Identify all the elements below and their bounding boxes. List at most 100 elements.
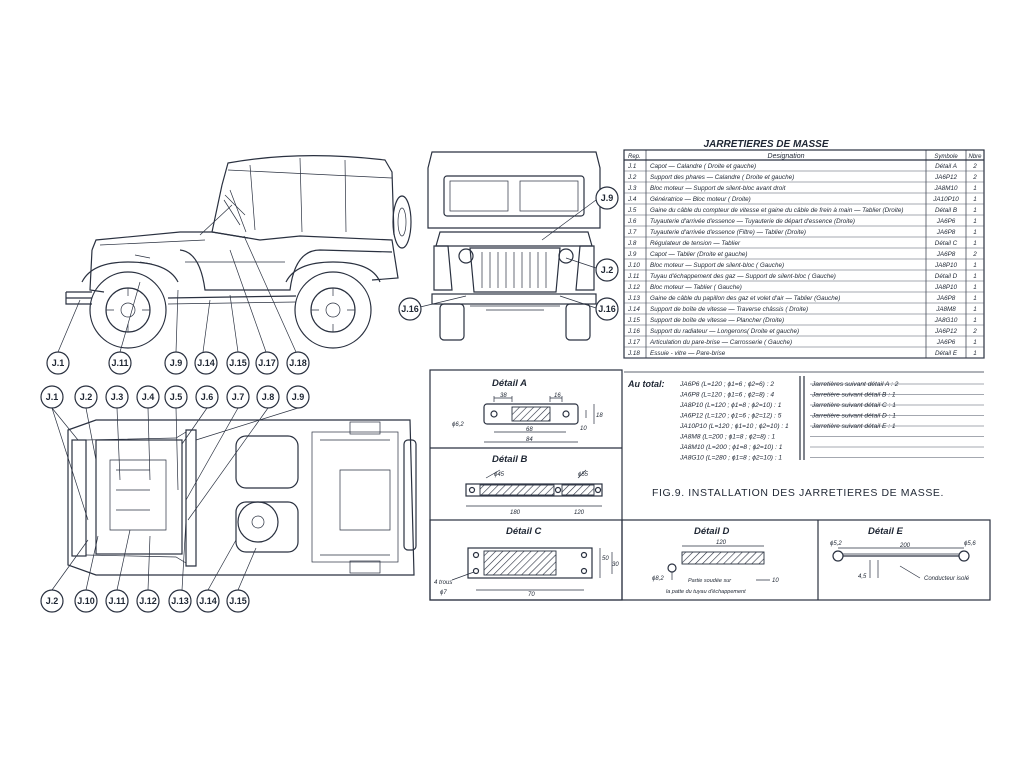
svg-text:la patte du tuyau d'échappemen: la patte du tuyau d'échappement [666,589,746,595]
table-cell-designation: Essuie - vitre — Pare-brise [650,350,726,357]
detail-e: Détail E ϕ5,2 200 ϕ5,6 4,5 Conducteur is… [830,526,976,582]
summary-box: Au total: JA6P6 (L=120 ; ϕ1=6 ; ϕ2=6) : … [624,371,984,462]
table-header-nbre: Nbre [968,154,982,160]
table-cell-symbole: JA8G10 [934,317,958,324]
callout-side-4: J.14 [194,351,218,375]
svg-text:J.15: J.15 [229,596,247,606]
svg-text:84: 84 [526,437,533,443]
table-cell-symbole: JA6P8 [936,229,956,236]
table-cell-symbole: JA8M8 [935,306,956,313]
svg-text:Partie soudée sur: Partie soudée sur [688,578,732,584]
table-cell-designation: Support du radiateur — Longerons( Droite… [650,328,799,335]
callout-top-upper-1: J.1 [40,385,64,409]
table-cell-symbole: JA8M10 [933,185,958,192]
table-cell-nbre: 1 [973,295,977,302]
summary-right-line: Jarretière suivant détail E : 1 [811,423,896,430]
callout-front-3: J.16 [398,297,422,321]
table-cell-symbole: Détail C [935,240,958,247]
svg-text:J.2: J.2 [601,265,614,275]
table-cell-nbre: 1 [973,339,977,346]
table-cell-symbole: JA6P12 [934,328,958,335]
table-cell-designation: Régulateur de tension — Tablier [650,240,741,247]
table-cell-designation: Support de boîte de vitesse — Plancher (… [650,317,784,324]
svg-text:J.1: J.1 [46,392,59,402]
detail-c-title: Détail C [506,526,542,537]
table-cell-nbre: 1 [973,306,977,313]
table-cell-designation: Gaine de câble du papillon des gaz et vo… [650,295,840,302]
table-cell-designation: Support de boîte de vitesse — Traverse c… [650,306,808,313]
summary-left-line: JA6P8 (L=120 ; ϕ1=6 ; ϕ2=8) : 4 [679,392,774,399]
callout-top-lower-3: J.11 [105,589,129,613]
detail-c: Détail C 4 trous ϕ7 70 50 30 [434,526,619,598]
callout-top-upper-3: J.3 [105,385,129,409]
table-header-rep: Rep. [628,154,641,160]
table-cell-nbre: 1 [973,350,977,357]
table-cell-symbole: JA6P8 [936,251,956,258]
table-cell-rep: J.1 [627,163,636,170]
table-cell-symbole: JA8P10 [934,284,958,291]
svg-text:50: 50 [602,556,609,562]
svg-text:180: 180 [510,510,521,516]
jeep-side-view [57,155,412,353]
jarretieres-table: JARRETIERES DE MASSE Rep. Designation Sy… [623,139,985,359]
callout-side-5: J.15 [226,351,250,375]
summary-label: Au total: [627,379,665,389]
summary-left-line: JA8P10 (L=120 ; ϕ1=8 ; ϕ2=10) : 1 [679,402,782,409]
table-cell-designation: Bloc moteur — Support de silent-bloc ava… [650,185,786,192]
summary-left-line: JA8M10 (L=200 ; ϕ1=8 ; ϕ2=10) : 1 [679,444,783,451]
table-cell-nbre: 1 [973,229,977,236]
detail-b: Détail B ϕ45 ϕ55 180 120 [465,454,603,516]
svg-text:70: 70 [528,592,535,598]
callout-side-1: J.1 [46,351,70,375]
detail-d-title: Détail D [694,526,730,537]
svg-text:J.8: J.8 [262,392,275,402]
summary-left-line: JA6P6 (L=120 ; ϕ1=6 ; ϕ2=6) : 2 [679,381,774,388]
callout-front-1: J.9 [595,186,619,210]
table-cell-rep: J.5 [627,207,637,214]
callout-side-3: J.9 [164,351,188,375]
svg-text:ϕ5,6: ϕ5,6 [964,541,976,547]
table-cell-rep: J.15 [627,317,640,324]
front-view-callouts: J.9 J.2 J.16 J.16 [398,186,619,321]
table-cell-rep: J.8 [627,240,637,247]
table-cell-symbole: JA6P8 [936,295,956,302]
table-cell-symbole: JA6P6 [936,339,956,346]
table-cell-designation: Capot — Tablier (Droite et gauche) [650,251,747,258]
svg-text:J.3: J.3 [111,392,124,402]
table-cell-nbre: 2 [972,163,977,170]
table-cell-nbre: 2 [972,251,977,258]
table-row: J.8 Régulateur de tension — Tablier Détail… [624,240,984,249]
summary-left-line: JA8M8 (L=200 ; ϕ1=8 ; ϕ2=8) : 1 [679,434,775,441]
table-cell-rep: J.10 [627,262,640,269]
table-cell-rep: J.12 [627,284,640,291]
table-header-symbole: Symbole [934,154,958,160]
jeep-front-view [415,151,601,341]
detail-a-title: Détail A [492,378,527,389]
top-view-upper-callouts: J.1 J.2 J.3 J.4 J.5 J.6 J.7 J.8 J.9 [40,385,310,409]
callout-top-lower-5: J.13 [168,589,192,613]
table-cell-nbre: 1 [973,262,977,269]
detail-a: Détail A 38 16 ϕ6,2 68 84 18 10 [452,378,603,443]
svg-text:J.12: J.12 [139,596,157,606]
svg-text:10: 10 [580,426,587,432]
callout-top-lower-2: J.10 [74,589,98,613]
table-cell-rep: J.17 [627,339,640,346]
svg-text:16: 16 [554,393,561,399]
svg-text:J.11: J.11 [111,358,128,368]
table-cell-designation: Support des phares — Calandre ( Droite e… [650,174,794,181]
summary-right-line: Jarretière suivant détail D : 1 [811,413,896,420]
svg-text:J.9: J.9 [601,193,614,203]
svg-text:J.1: J.1 [52,358,65,368]
svg-text:J.14: J.14 [199,596,217,606]
detail-b-title: Détail B [492,454,528,465]
